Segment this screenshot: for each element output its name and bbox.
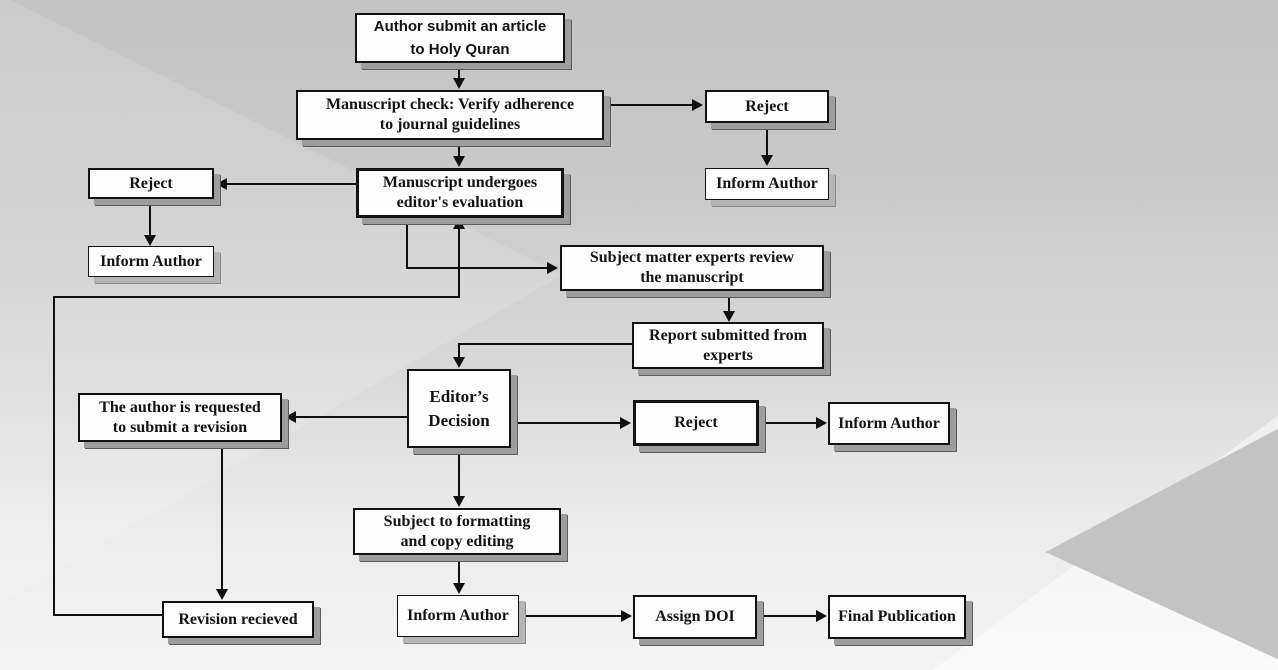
edge-experts-report-line xyxy=(728,291,730,311)
edge-revision-evaluation-line-left xyxy=(53,296,55,616)
edge-revision-evaluation-arrowhead xyxy=(453,218,465,229)
edge-check-reject-arrowhead xyxy=(692,99,703,111)
node-inform-author-bottom: Inform Author xyxy=(397,595,519,637)
node-inform-author-top: Inform Author xyxy=(705,168,829,200)
node-report-experts: Report submitted from experts xyxy=(632,322,824,369)
edge-evaluation-experts-line-v xyxy=(406,218,408,269)
edge-decision-revision-line xyxy=(296,416,407,418)
edge-evaluation-experts-arrowhead xyxy=(547,262,558,274)
edge-evaluation-reject-arrowhead xyxy=(216,178,227,190)
node-reject-mid: Reject xyxy=(633,400,759,446)
edge-doi-publication-line xyxy=(757,615,816,617)
edge-revision-evaluation-line-up xyxy=(458,229,460,298)
edge-reject-inform-top-line xyxy=(766,123,768,155)
edge-decision-formatting-arrowhead xyxy=(453,496,465,507)
edge-inform-doi-arrowhead xyxy=(621,610,632,622)
node-subject-experts: Subject matter experts review the manusc… xyxy=(560,245,824,291)
node-reject-left: Reject xyxy=(88,168,214,199)
edge-report-decision-line-h xyxy=(459,343,632,345)
node-final-publication: Final Publication xyxy=(828,595,966,639)
edge-decision-reject-arrowhead xyxy=(620,417,631,429)
edge-evaluation-experts-line-h xyxy=(406,267,547,269)
node-editor-evaluation: Manuscript undergoes editor's evaluation xyxy=(356,168,564,218)
edge-check-evaluation-line xyxy=(458,140,460,156)
edge-reject-inform-left-arrowhead xyxy=(144,235,156,246)
node-author-submit: Author submit an article to Holy Quran xyxy=(355,13,565,63)
node-inform-author-left: Inform Author xyxy=(88,246,214,277)
node-inform-author-mid: Inform Author xyxy=(828,402,950,445)
edge-revision-request-line xyxy=(221,442,223,589)
edge-decision-reject-line xyxy=(511,422,620,424)
edge-revision-evaluation-line-top xyxy=(53,296,460,298)
node-subject-formatting: Subject to formatting and copy editing xyxy=(353,508,561,555)
edge-submit-check-line xyxy=(458,63,460,79)
node-editor-decision: Editor’s Decision xyxy=(407,369,511,448)
edge-doi-publication-arrowhead xyxy=(816,610,827,622)
edge-experts-report-arrowhead xyxy=(723,311,735,322)
node-manuscript-check: Manuscript check: Verify adherence to jo… xyxy=(296,90,604,140)
edge-reject-inform-mid-line xyxy=(759,422,816,424)
edge-check-reject-line xyxy=(604,104,692,106)
edge-reject-inform-mid-arrowhead xyxy=(816,417,827,429)
edge-inform-doi-line xyxy=(519,615,621,617)
edge-report-decision-arrowhead xyxy=(453,357,465,368)
edge-revision-evaluation-line-bottom xyxy=(54,614,162,616)
edge-reject-inform-left-line xyxy=(149,199,151,235)
node-reject-top: Reject xyxy=(705,90,829,123)
edge-decision-revision-arrowhead xyxy=(285,411,296,423)
edge-formatting-inform-arrowhead xyxy=(453,583,465,594)
edge-decision-formatting-line xyxy=(458,448,460,496)
node-assign-doi: Assign DOI xyxy=(633,595,757,639)
edge-revision-request-arrowhead xyxy=(216,589,228,600)
edge-formatting-inform-line xyxy=(458,555,460,583)
edge-evaluation-reject-line xyxy=(227,183,357,185)
edge-check-evaluation-arrowhead xyxy=(453,156,465,167)
edge-reject-inform-top-arrowhead xyxy=(761,155,773,166)
node-revision-recieved: Revision recieved xyxy=(162,601,314,638)
edge-submit-check-arrowhead xyxy=(453,78,465,89)
edge-report-decision-line-v xyxy=(458,343,460,357)
node-author-revision: The author is requested to submit a revi… xyxy=(78,393,282,442)
